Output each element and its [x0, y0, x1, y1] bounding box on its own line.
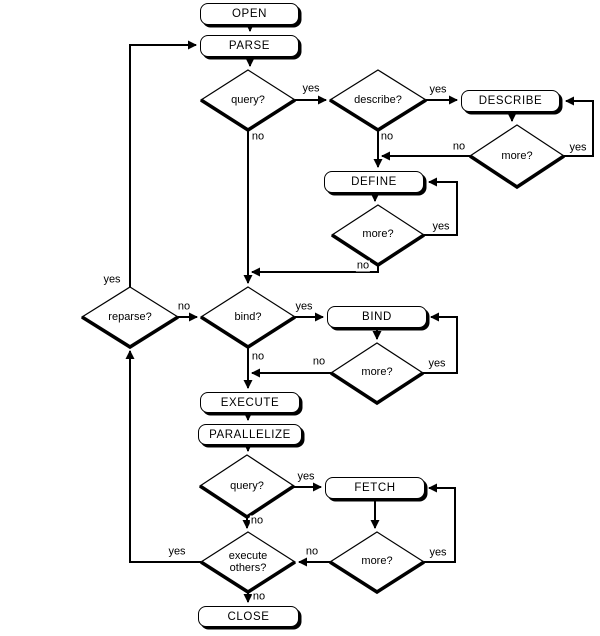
edge-reparse-yes — [129, 40, 197, 287]
edge-label-describe-yes: yes — [428, 83, 448, 96]
edge-more-define-no — [251, 265, 379, 277]
label-query-2: query? — [230, 480, 264, 492]
label-more-define: more? — [362, 228, 394, 240]
node-execute: EXECUTE — [200, 392, 300, 413]
edge-label-reparse-yes: yes — [102, 273, 122, 286]
decision-describe — [328, 69, 428, 133]
edge-label-more-describe-no: no — [451, 140, 467, 153]
decision-query-2 — [198, 454, 296, 520]
edge-label-more-describe-yes: yes — [568, 141, 588, 154]
decision-more-bind — [329, 342, 425, 406]
edge-more-bind-yes-loop — [423, 312, 458, 374]
edge-label-query2-yes: yes — [296, 470, 316, 483]
decision-more-describe — [468, 124, 566, 190]
label-query-1: query? — [231, 94, 265, 106]
label-reparse: reparse? — [108, 311, 152, 323]
node-parallelize: PARALLELIZE — [198, 424, 302, 445]
edge-label-query1-no: no — [250, 130, 266, 143]
edge-label-more-bind-yes: yes — [427, 357, 447, 370]
label-more-bind: more? — [361, 366, 393, 378]
edge-execute-others-yes — [125, 350, 201, 563]
decision-shapes — [80, 69, 566, 595]
decision-more-fetch — [328, 531, 426, 595]
edge-label-execute-others-no: no — [251, 590, 267, 603]
node-describe: DESCRIBE — [461, 90, 560, 112]
edge-label-more-bind-no: no — [311, 355, 327, 368]
decision-query-1 — [199, 69, 297, 133]
edge-label-more-define-no: no — [355, 259, 371, 272]
edge-label-execute-others-yes: yes — [167, 545, 187, 558]
edge-label-query2-no: no — [249, 514, 265, 527]
label-more-fetch: more? — [361, 555, 393, 567]
edge-label-reparse-no: no — [176, 300, 192, 313]
edge-more-define-yes-loop — [424, 177, 458, 236]
label-bind-q: bind? — [234, 311, 262, 323]
label-more-describe: more? — [501, 150, 533, 162]
edge-label-more-define-yes: yes — [431, 220, 451, 233]
flow-connectors — [125, 23, 594, 603]
edge-label-more-fetch-yes: yes — [428, 546, 448, 559]
node-fetch: FETCH — [325, 477, 425, 499]
node-parse: PARSE — [200, 35, 299, 57]
decision-reparse — [80, 286, 180, 350]
node-define: DEFINE — [324, 171, 424, 193]
decision-bind — [199, 286, 297, 350]
edge-label-bind-no: no — [250, 350, 266, 363]
node-bind: BIND — [327, 306, 427, 328]
node-open: OPEN — [200, 3, 299, 25]
label-execute-others: execute others? — [228, 550, 268, 574]
edge-label-describe-no: no — [379, 130, 395, 143]
decision-execute-others — [199, 531, 297, 595]
edge-label-query1-yes: yes — [301, 82, 321, 95]
edge-more-describe-yes-loop — [564, 96, 594, 157]
decision-more-define — [330, 204, 426, 268]
edge-label-more-fetch-no: no — [304, 545, 320, 558]
edge-more-fetch-yes-loop — [424, 483, 456, 563]
node-close: CLOSE — [198, 606, 299, 627]
edge-label-bind-yes: yes — [294, 300, 314, 313]
label-describe-q: describe? — [354, 94, 402, 106]
